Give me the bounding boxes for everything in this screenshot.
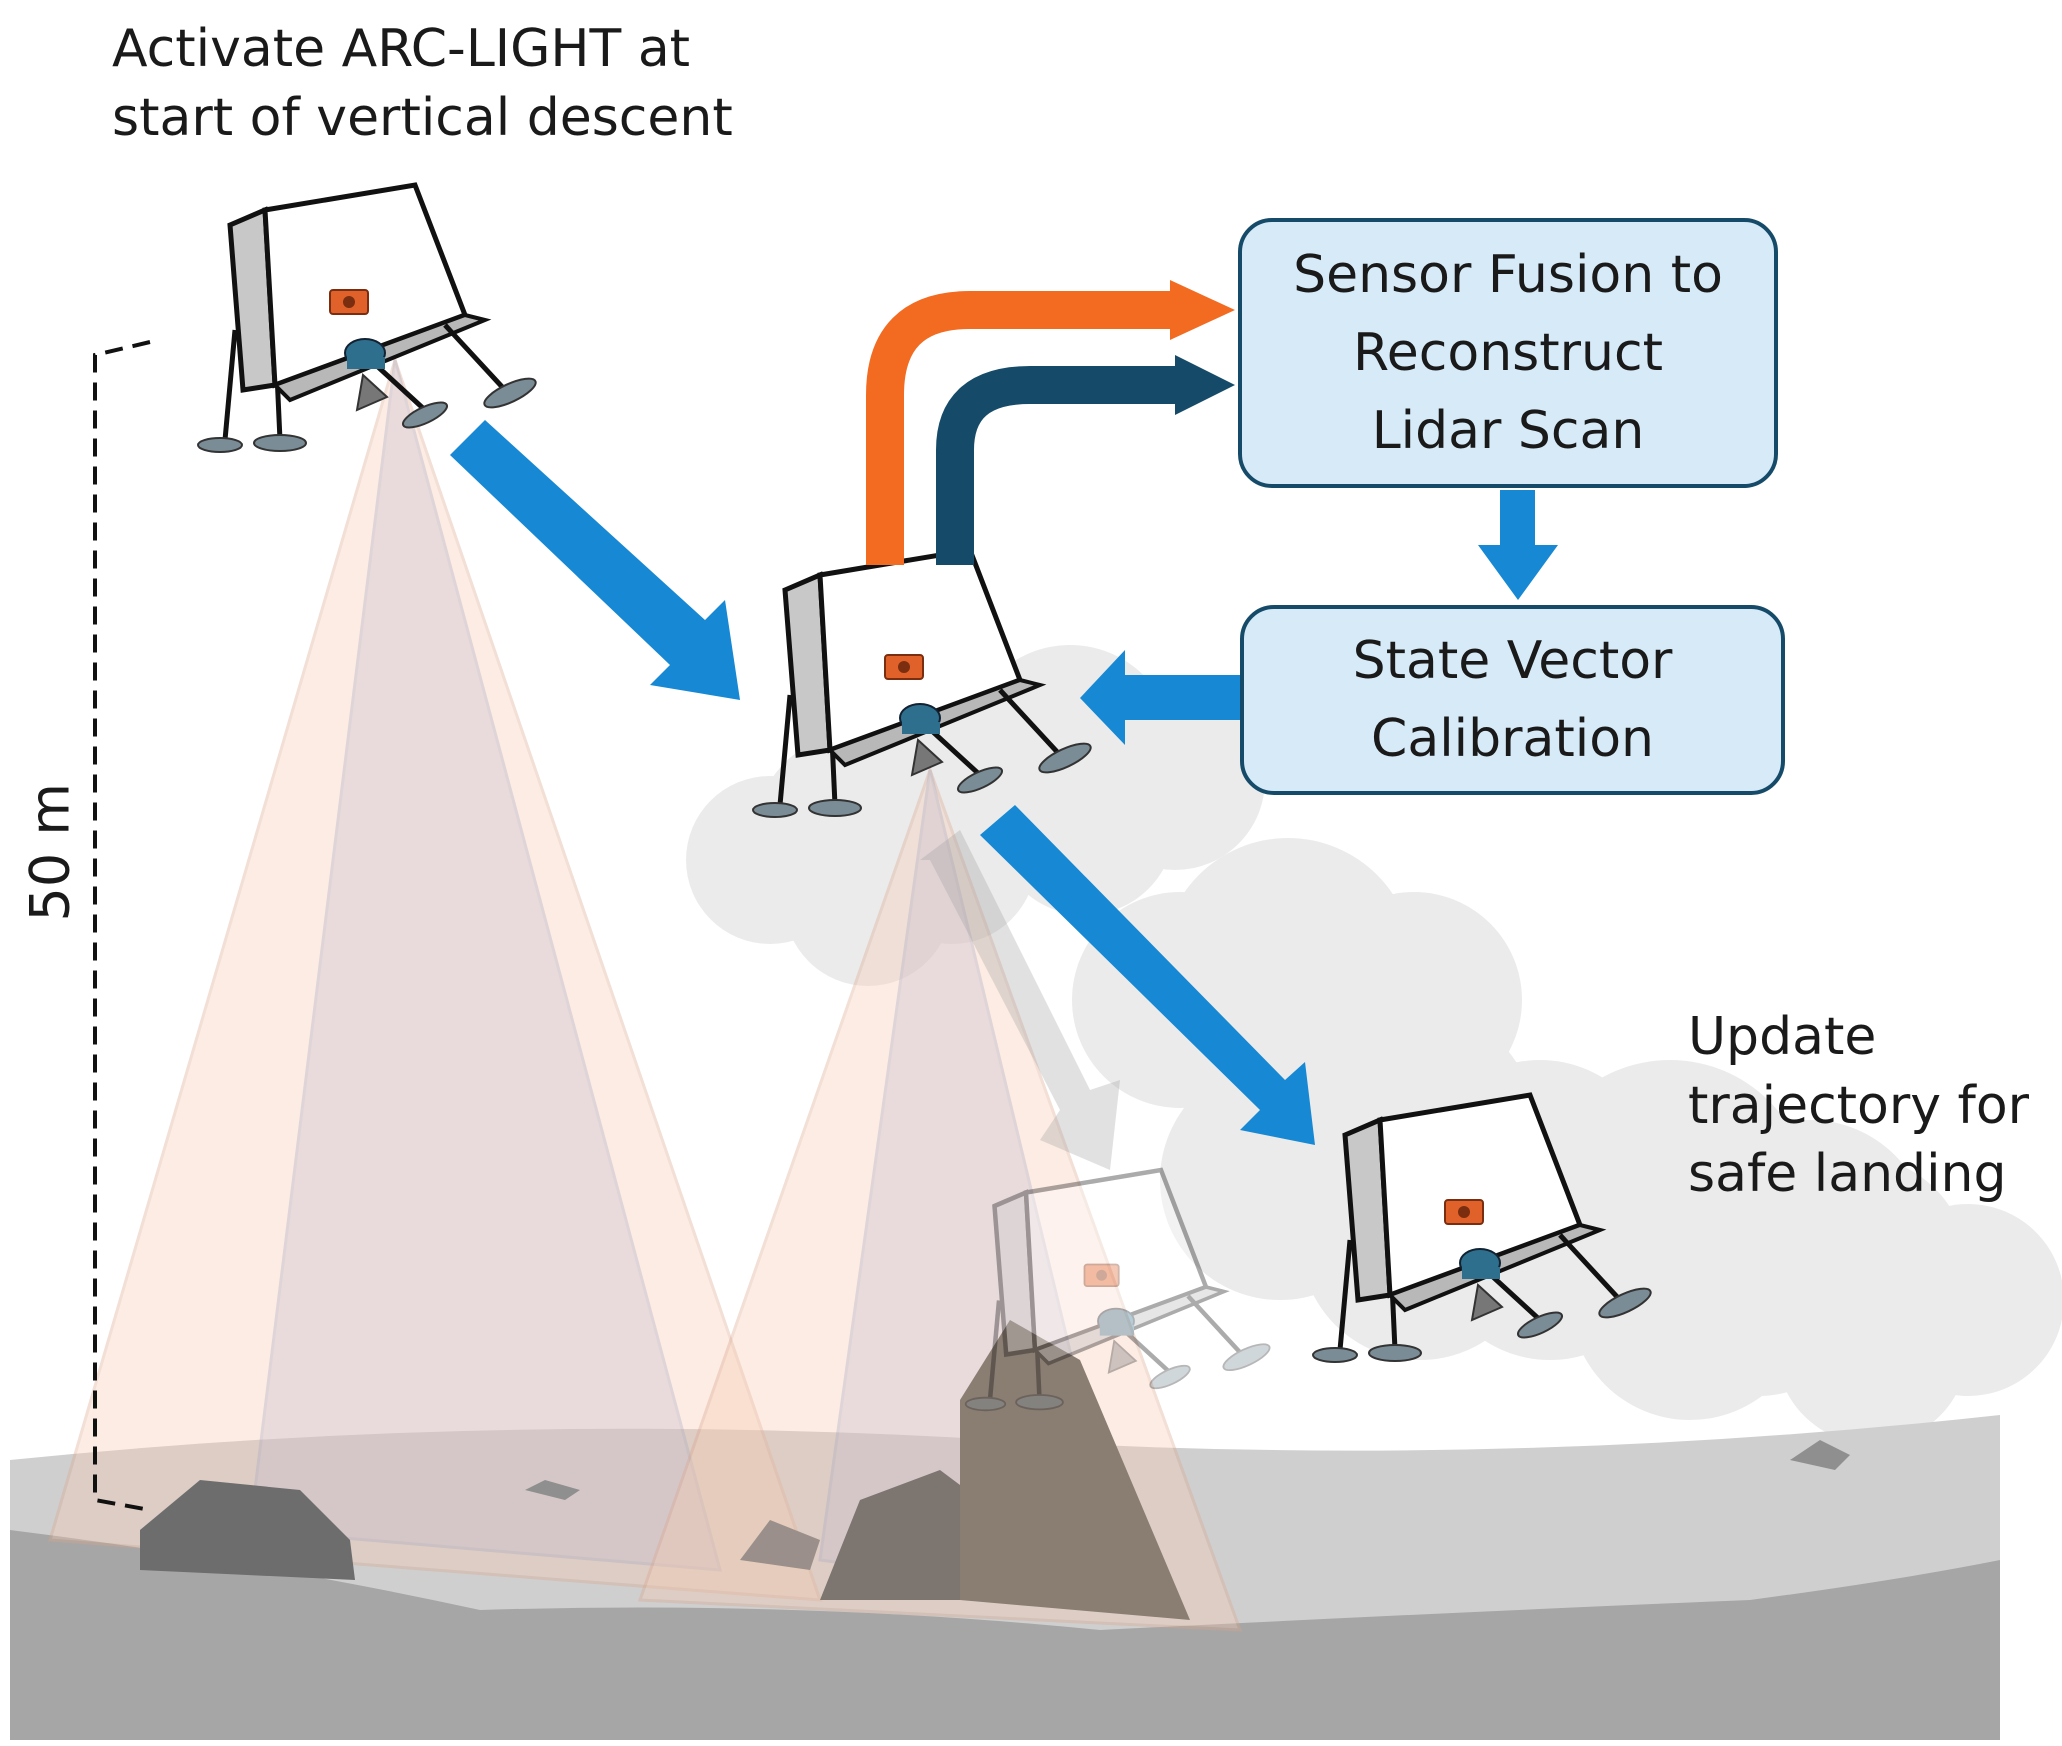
flow-arrow-icon: [450, 420, 1558, 1145]
scale-bracket: [93, 340, 151, 1512]
activate-label: Activate ARC-LIGHT at start of vertical …: [112, 15, 733, 152]
state-vector-line-2: Calibration: [1371, 709, 1654, 769]
state-vector-box: State Vector Calibration: [1240, 605, 1785, 795]
sensor-fusion-line-3: Lidar Scan: [1371, 401, 1645, 461]
lander-icon: [198, 185, 539, 452]
rock-icon: [140, 1320, 1850, 1620]
sensor-fusion-line-1: Sensor Fusion to: [1293, 245, 1723, 305]
scale-label: 50 m: [18, 783, 82, 922]
update-label-line-2: trajectory for: [1688, 1075, 2030, 1136]
flow-arrow-icon: [920, 830, 1120, 1170]
camera-signal-arrow: [866, 280, 1235, 565]
update-label-line-1: Update: [1688, 1007, 1877, 1067]
update-label: Update trajectory for safe landing: [1688, 1003, 2029, 1209]
activate-label-line-1: Activate ARC-LIGHT at: [112, 19, 691, 79]
lidar-signal-arrow: [936, 355, 1235, 565]
state-vector-line-1: State Vector: [1352, 631, 1673, 691]
update-label-line-3: safe landing: [1688, 1144, 2007, 1205]
sensor-fusion-box: Sensor Fusion to Reconstruct Lidar Scan: [1238, 218, 1778, 488]
activate-label-line-2: start of vertical descent: [112, 87, 733, 148]
sensor-fusion-line-2: Reconstruct: [1353, 323, 1663, 383]
